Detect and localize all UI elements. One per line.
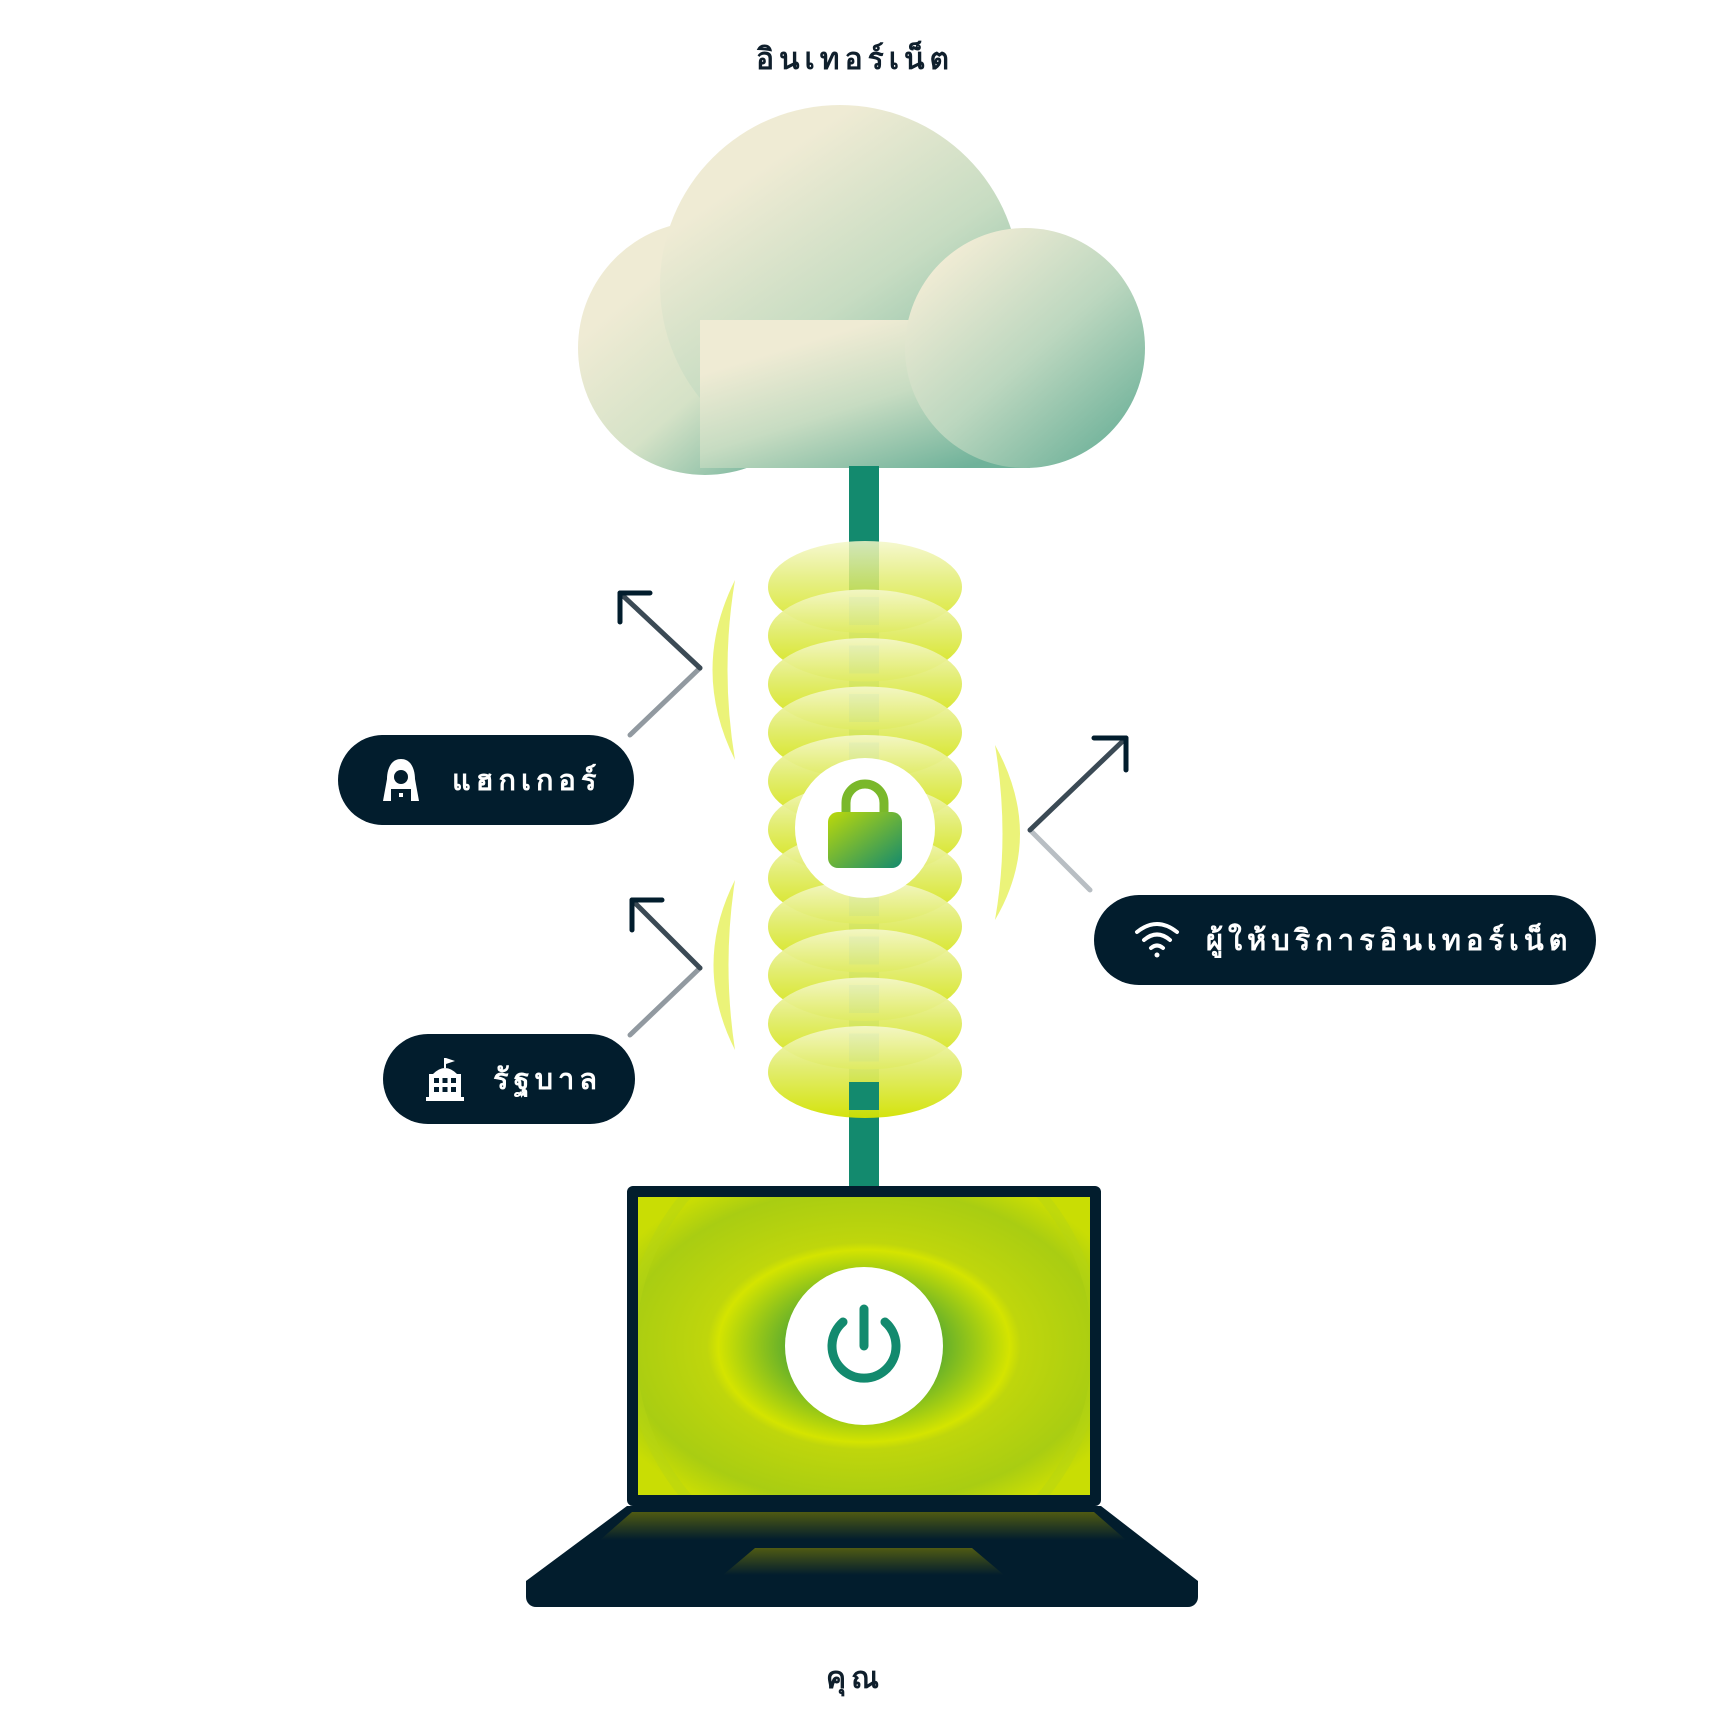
wifi-icon xyxy=(1134,920,1180,960)
government-pill: รัฐบาล xyxy=(383,1034,635,1124)
hacker-pill: แฮกเกอร์ xyxy=(338,735,634,825)
internet-label: อินเทอร์เน็ต xyxy=(756,42,954,77)
arrow-government xyxy=(627,897,703,1038)
coil-disc xyxy=(768,1026,962,1118)
padlock-icon xyxy=(828,779,902,868)
isp-pill: ผู้ให้บริการอินเทอร์เน็ต xyxy=(1094,895,1596,985)
laptop-trackpad xyxy=(723,1548,1004,1575)
you-label: คุณ xyxy=(826,1661,884,1696)
power-icon xyxy=(827,1304,901,1383)
laptop xyxy=(526,1186,1198,1607)
cloud xyxy=(578,105,1145,475)
hacker-label: แฮกเกอร์ xyxy=(452,763,602,797)
government-label: รัฐบาล xyxy=(493,1062,603,1096)
hacker-icon xyxy=(380,757,422,803)
shield-glows xyxy=(712,580,1020,1050)
shield-glow-lower-left xyxy=(713,880,735,1050)
deflection-arrows xyxy=(617,590,1129,1038)
cloud-right-lobe xyxy=(905,228,1145,468)
laptop-keyboard xyxy=(600,1512,1126,1540)
shield-glow-right xyxy=(995,745,1020,920)
isp-label: ผู้ให้บริการอินเทอร์เน็ต xyxy=(1206,923,1573,957)
coil-tube-segment xyxy=(849,1082,879,1110)
government-building-icon xyxy=(425,1056,465,1102)
shield-glow-upper-left xyxy=(712,580,735,760)
arrow-hacker xyxy=(617,590,703,738)
arrow-isp xyxy=(1027,735,1129,893)
lock-badge xyxy=(795,758,935,898)
